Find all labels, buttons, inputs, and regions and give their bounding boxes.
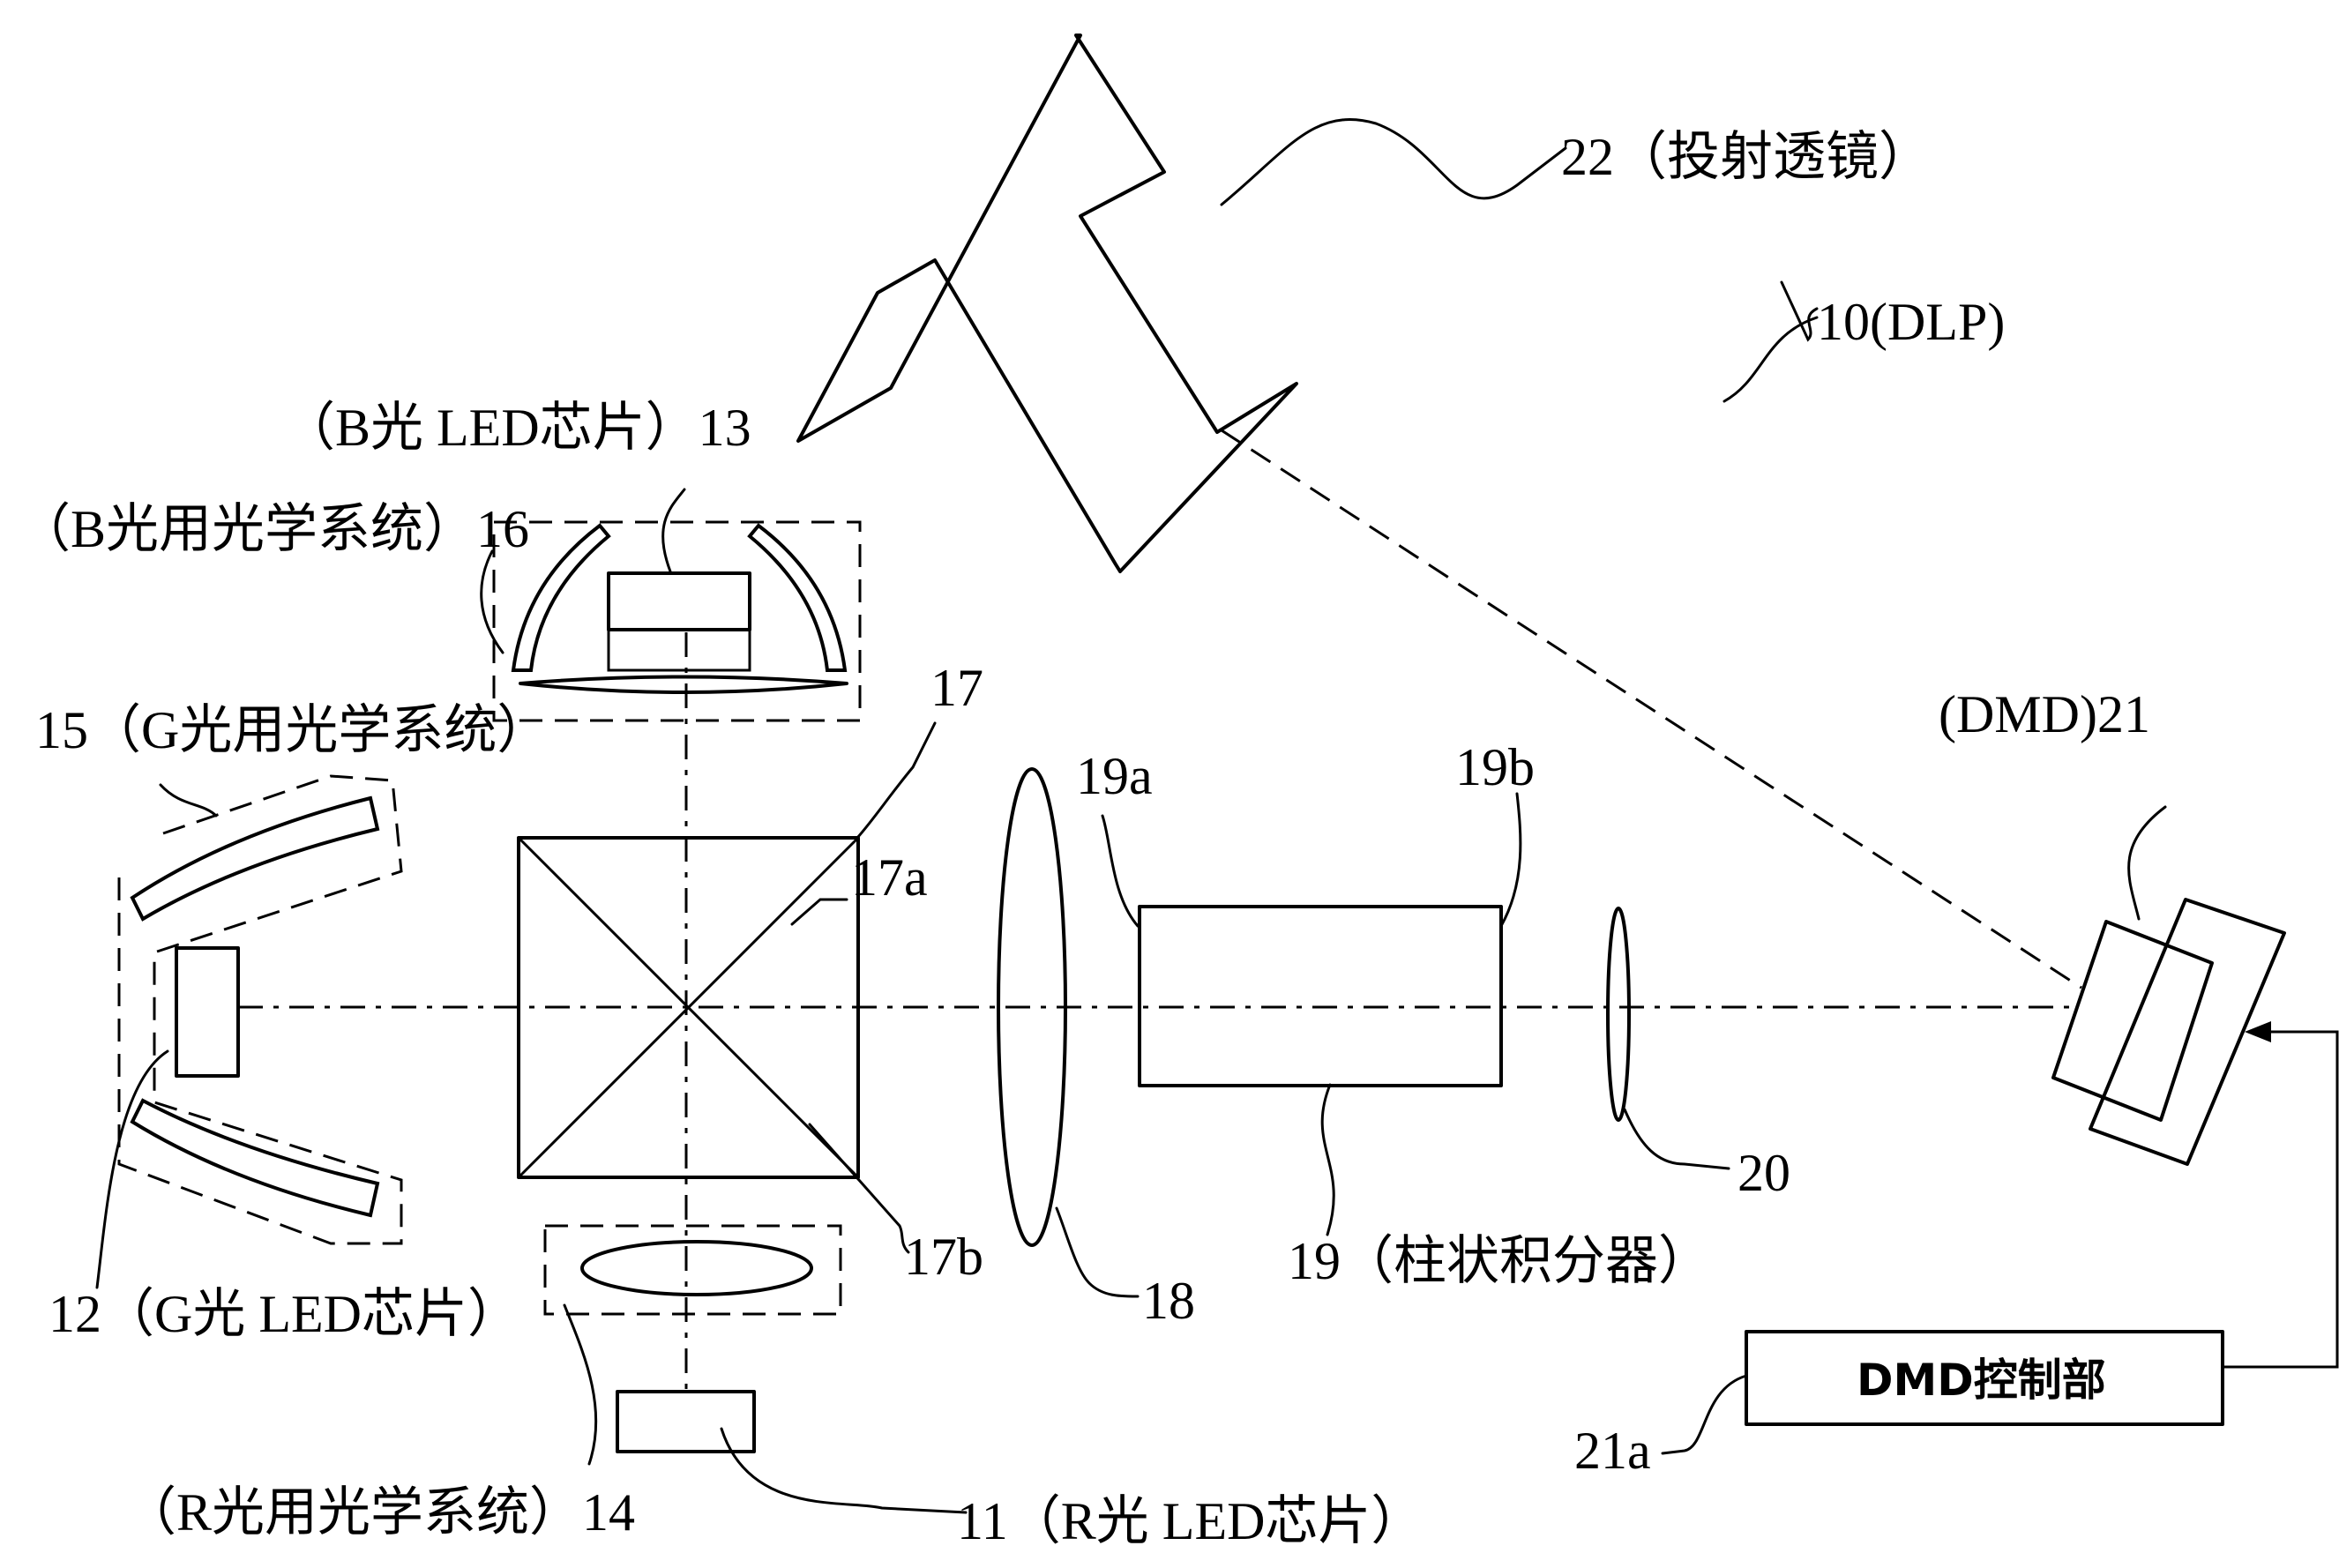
b-led-optics	[492, 520, 862, 722]
r-led-optics	[543, 1224, 842, 1453]
label-prism: 17	[930, 659, 983, 717]
leader-lines	[95, 118, 2167, 1514]
label-lens-18: 18	[1142, 1272, 1195, 1330]
projection-lens	[796, 34, 1298, 573]
projection-path	[1221, 429, 2082, 989]
lens-20	[1606, 907, 1631, 1122]
label-r-optics: （R光用光学系统）14	[123, 1483, 635, 1542]
label-b-optics: （B光用光学系统）16	[18, 500, 529, 558]
label-dmd: (DMD)21	[1939, 685, 2150, 743]
dmd-control-arrow	[2245, 1021, 2271, 1042]
dmd-device	[2051, 898, 2286, 1166]
label-rod-b: 19b	[1455, 738, 1535, 796]
dmd-control-line	[2221, 1030, 2339, 1369]
label-prism-a: 17a	[851, 848, 928, 907]
label-dlp: 10(DLP)	[1817, 293, 2005, 351]
label-dmd-ctrl-ref: 21a	[1574, 1422, 1651, 1480]
dmd-control-box	[1745, 1330, 2224, 1426]
label-g-led: 12（G光 LED芯片）	[49, 1285, 520, 1343]
label-lens-20: 20	[1737, 1144, 1790, 1202]
label-projection-lens: 22（投射透镜）	[1561, 128, 1932, 186]
label-prism-b: 17b	[904, 1228, 983, 1286]
label-r-led: 11（R光 LED芯片）	[957, 1492, 1424, 1550]
label-rod-integrator: 19（柱状积分器）	[1288, 1232, 1711, 1290]
label-b-led: （B光 LED芯片）13	[282, 399, 751, 457]
g-led-optics	[117, 774, 403, 1245]
label-dmd-ctrl: DMD控制部	[1857, 1355, 2106, 1406]
label-g-optics: 15（G光用光学系统）	[35, 701, 549, 759]
rod-integrator	[1138, 905, 1503, 1087]
label-rod-a: 19a	[1076, 747, 1153, 805]
